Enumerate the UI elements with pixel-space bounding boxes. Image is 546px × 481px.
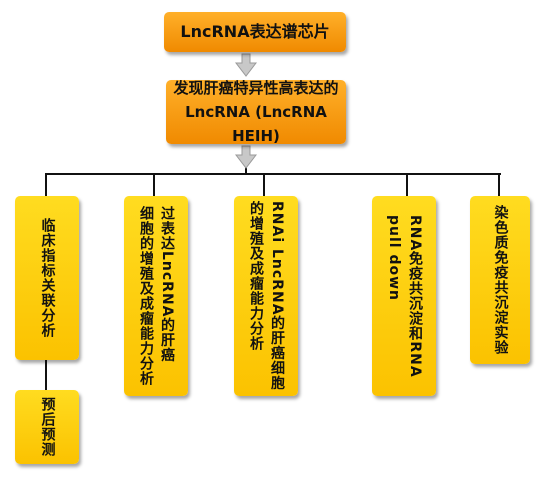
horizontal-bus-line <box>45 173 501 175</box>
branch-rip-col2: pull down <box>386 214 402 301</box>
branch-chip-experiment: 染色质免疫共沉淀实验 <box>470 196 530 364</box>
top-node-lncrna-microarray: LncRNA表达谱芯片 <box>164 12 346 52</box>
sub-connector-line <box>45 360 47 390</box>
sub-prognosis-prediction: 预后预测 <box>15 390 79 464</box>
branch-rnai-analysis: RNAi LncRNA的肝癌细胞 的增殖及成瘤能力分析 <box>234 196 298 396</box>
branch-rnai-col2: 的增殖及成瘤能力分析 <box>248 201 264 352</box>
drop-line-5 <box>498 173 500 196</box>
top-node-label: LncRNA表达谱芯片 <box>180 22 330 41</box>
drop-line-3 <box>263 173 265 196</box>
branch-overexpression-col1: 过表达LncRNA的肝癌 <box>159 206 175 363</box>
branch-rip-pulldown: RNA免疫共沉淀和RNA pull down <box>372 196 436 396</box>
branch-clinical-correlation: 临床指标关联分析 <box>15 196 79 360</box>
branch-overexpression-analysis: 过表达LncRNA的肝癌 细胞的增殖及成瘤能力分析 <box>124 196 188 396</box>
second-node-line2: LncRNA (LncRNA HEIH) <box>185 103 327 145</box>
branch-clinical-label: 临床指标关联分析 <box>39 218 56 338</box>
second-node-line1: 发现肝癌特异性高表达的 <box>173 79 339 97</box>
branch-chip-label: 染色质免疫共沉淀实验 <box>492 205 509 355</box>
sub-prognosis-label: 预后预测 <box>39 397 56 457</box>
down-arrow-icon <box>234 145 258 169</box>
branch-rip-col1: RNA免疫共沉淀和RNA <box>407 214 423 378</box>
second-node-specific-lncrna: 发现肝癌特异性高表达的 LncRNA (LncRNA HEIH) <box>166 79 346 145</box>
branch-overexpression-col2: 细胞的增殖及成瘤能力分析 <box>138 206 154 386</box>
bus-stem <box>245 164 247 174</box>
branch-rnai-col1: RNAi LncRNA的肝癌细胞 <box>269 201 285 391</box>
drop-line-4 <box>406 173 408 196</box>
drop-line-2 <box>153 173 155 196</box>
down-arrow-icon <box>234 53 258 77</box>
drop-line-1 <box>45 173 47 196</box>
